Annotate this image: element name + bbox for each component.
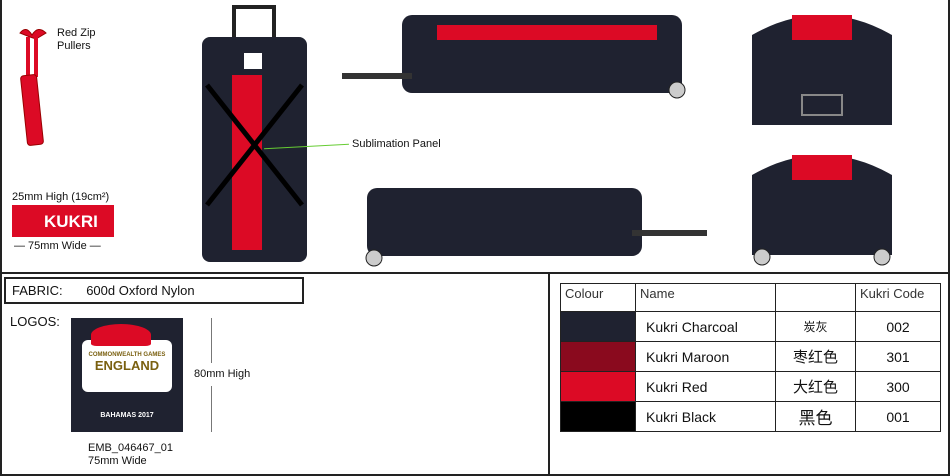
- colour-code: 301: [855, 341, 941, 372]
- swatch: [560, 371, 636, 402]
- header-name: Name: [635, 283, 776, 312]
- colour-cn: 黑色: [775, 401, 856, 432]
- colour-cn: 炭灰: [775, 311, 856, 342]
- swatch: [560, 311, 636, 342]
- colour-cn: 大红色: [775, 371, 856, 402]
- colour-name: Kukri Charcoal: [635, 311, 776, 342]
- logo-code: EMB_046467_01: [88, 442, 174, 454]
- fabric-value: 600d Oxford Nylon: [86, 283, 195, 298]
- header-chinese: [775, 283, 856, 312]
- zip-puller-illustration: [19, 29, 47, 146]
- england-logo: COMMONWEALTH GAMES ENGLAND BAHAMAS 2017: [71, 318, 183, 432]
- swatch: [560, 341, 636, 372]
- swatch: [560, 401, 636, 432]
- header-colour: Colour: [560, 283, 636, 312]
- header-code: Kukri Code: [855, 283, 941, 312]
- logo-line2: ENGLAND: [94, 358, 160, 373]
- colour-cn: 枣红色: [775, 341, 856, 372]
- bag-end-view-1: [752, 15, 892, 125]
- kukri-size-high: 25mm High (19cm²): [12, 191, 110, 203]
- colour-name: Kukri Maroon: [635, 341, 776, 372]
- bag-front-view: [202, 5, 307, 262]
- product-views-panel: Red Zip Pullers 25mm High (19cm²) KUKRI …: [0, 0, 950, 274]
- logo-line3: BAHAMAS 2017: [100, 412, 154, 419]
- sublimation-label: Sublimation Panel: [352, 138, 441, 150]
- fabric-logos-panel: [0, 274, 550, 476]
- fabric-label: FABRIC:: [12, 283, 63, 298]
- kukri-logo: KUKRI: [12, 205, 114, 237]
- colour-panel: [550, 274, 950, 476]
- colour-name: Kukri Black: [635, 401, 776, 432]
- colour-code: 001: [855, 401, 941, 432]
- colour-code: 002: [855, 311, 941, 342]
- fabric-box: FABRIC: 600d Oxford Nylon: [4, 277, 304, 304]
- zip-label: Red Zip Pullers: [57, 27, 96, 52]
- bag-top-view: [342, 15, 686, 99]
- table-header: Colour Name Kukri Code: [560, 283, 941, 312]
- colour-name: Kukri Red: [635, 371, 776, 402]
- logo-width: 75mm Wide: [88, 455, 147, 467]
- colour-code: 300: [855, 371, 941, 402]
- bag-end-view-2: [752, 155, 892, 266]
- logo-line1: COMMONWEALTH GAMES: [88, 352, 166, 358]
- logo-height: 80mm High: [194, 368, 251, 380]
- bag-bottom-view: [365, 188, 707, 267]
- logos-label: LOGOS:: [10, 314, 60, 329]
- kukri-size-wide: — 75mm Wide —: [14, 240, 101, 252]
